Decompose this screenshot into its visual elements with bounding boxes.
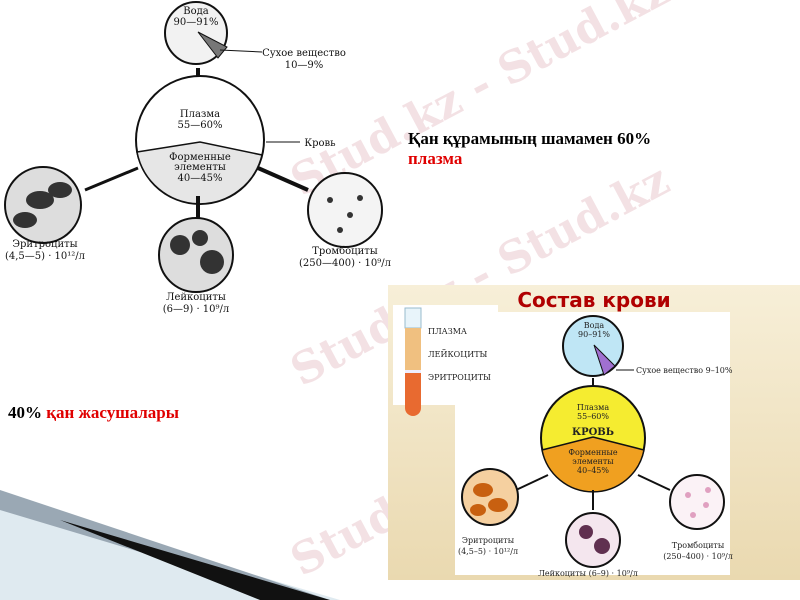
- decorative-stripes: [0, 490, 340, 600]
- dry-pct: 10—9%: [285, 60, 324, 71]
- dry-label: Сухое вещество 9–10%: [636, 366, 733, 375]
- formed-pct: 40–45%: [577, 466, 609, 475]
- cells-caption: 40% қан жасушалары: [8, 403, 179, 423]
- blood-composition-diagram-bw: Вода 90—91% Сухое вещество 10—9% Плазма …: [4, 1, 391, 315]
- formed-label-1: Форменные: [169, 152, 231, 163]
- eryth-value: (4,5—5) · 10¹²/л: [5, 251, 85, 262]
- leuk-label: Лейкоциты (6–9) · 10⁹/л: [538, 569, 638, 578]
- tube-plasma-label: ПЛАЗМА: [428, 327, 467, 336]
- leuk-label: Лейкоциты: [166, 292, 226, 303]
- water-label: Вода: [183, 6, 209, 17]
- tube-eryth-label: ЭРИТРОЦИТЫ: [428, 373, 491, 382]
- thromb-value: (250—400) · 10⁹/л: [299, 258, 391, 269]
- blood-composition-diagram-color: ПЛАЗМА ЛЕЙКОЦИТЫ ЭРИТРОЦИТЫ Сухое вещест…: [404, 307, 733, 578]
- panel-title: Состав крови: [517, 288, 671, 312]
- leuk-value: (6—9) · 10⁹/л: [163, 304, 230, 315]
- cells-pct: 40%: [8, 403, 42, 422]
- thromb-label: Тромбоциты: [672, 541, 725, 550]
- caption-line-1: Қан құрамының шамамен 60%: [408, 129, 652, 148]
- dry-label: Сухое вещество: [262, 48, 346, 59]
- blood-label: Кровь: [304, 138, 336, 149]
- plasma-caption: Қан құрамының шамамен 60% плазма: [408, 129, 651, 169]
- blood-label: КРОВЬ: [572, 427, 614, 438]
- formed-label-2: элементы: [174, 162, 226, 173]
- thromb-value: (250–400) · 10⁹/л: [663, 552, 733, 561]
- water-label: Вода: [584, 321, 605, 330]
- plasma-pct: 55–60%: [577, 412, 609, 421]
- formed-pct: 40—45%: [178, 173, 223, 184]
- cells-label: қан жасушалары: [46, 403, 180, 422]
- formed-label-1: Форменные: [568, 448, 618, 457]
- eryth-value: (4,5–5) · 10¹²/л: [458, 547, 518, 556]
- plasma-pct: 55—60%: [178, 120, 223, 131]
- thromb-label: Тромбоциты: [312, 246, 378, 257]
- eryth-label: Эритроциты: [12, 239, 77, 250]
- water-pct: 90—91%: [174, 17, 219, 28]
- plasma-label: Плазма: [180, 109, 220, 120]
- plasma-label: Плазма: [577, 403, 609, 412]
- eryth-label: Эритроциты: [462, 536, 515, 545]
- tube-leuk-label: ЛЕЙКОЦИТЫ: [428, 350, 488, 359]
- formed-label-2: элементы: [572, 457, 614, 466]
- caption-line-2: плазма: [408, 149, 463, 168]
- water-pct: 90–91%: [578, 330, 610, 339]
